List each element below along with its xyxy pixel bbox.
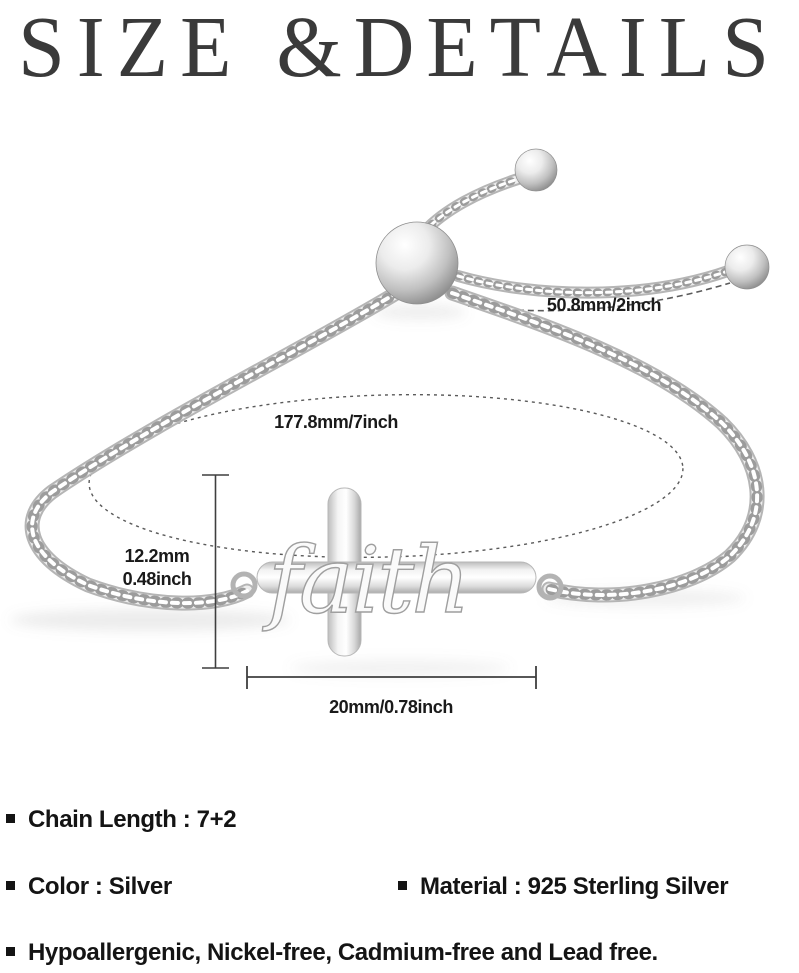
pendant-height-dimension (202, 474, 229, 669)
circumference-guide-ellipse (88, 393, 684, 559)
cross-pendant: faith (230, 487, 564, 657)
detail-material-text: Material : 925 Sterling Silver (420, 873, 729, 900)
detail-material: Material : 925 Sterling Silver (398, 873, 729, 901)
detail-color-text: Color : Silver (28, 873, 172, 900)
adjustable-length-label: 50.8mm/2inch (547, 295, 661, 315)
pendant-engraving: faith (262, 527, 468, 634)
chain-right (444, 285, 765, 603)
pendant-loop-right (536, 573, 564, 601)
end-bead-right (724, 244, 770, 290)
square-bullet-icon (6, 881, 15, 890)
detail-safety-text: Hypoallergenic, Nickel-free, Cadmium-fre… (28, 939, 658, 966)
square-bullet-icon (6, 814, 15, 823)
detail-chain-length: Chain Length : 7+2 (6, 806, 237, 834)
square-bullet-icon (6, 947, 15, 956)
detail-chain-length-text: Chain Length : 7+2 (28, 806, 237, 833)
pendant-width-dimension (246, 666, 537, 689)
pendant-loop-left (230, 571, 258, 599)
pendant-height-label-mm: 12.2mm (125, 546, 190, 566)
page-title: SIZE &DETAILS (18, 0, 781, 96)
slider-bead (375, 221, 459, 305)
detail-safety: Hypoallergenic, Nickel-free, Cadmium-fre… (6, 939, 658, 967)
pendant-width-label: 20mm/0.78inch (329, 697, 453, 717)
chain-length-label: 177.8mm/7inch (274, 412, 398, 432)
pendant-height-label-inch: 0.48inch (123, 569, 192, 589)
cross-horizontal-bar (256, 561, 537, 594)
chain-left (24, 284, 406, 611)
end-bead-top (514, 148, 558, 192)
chain-tail-right (452, 265, 734, 299)
bracelet-chains (24, 173, 765, 611)
detail-color: Color : Silver (6, 873, 172, 901)
square-bullet-icon (398, 881, 407, 890)
